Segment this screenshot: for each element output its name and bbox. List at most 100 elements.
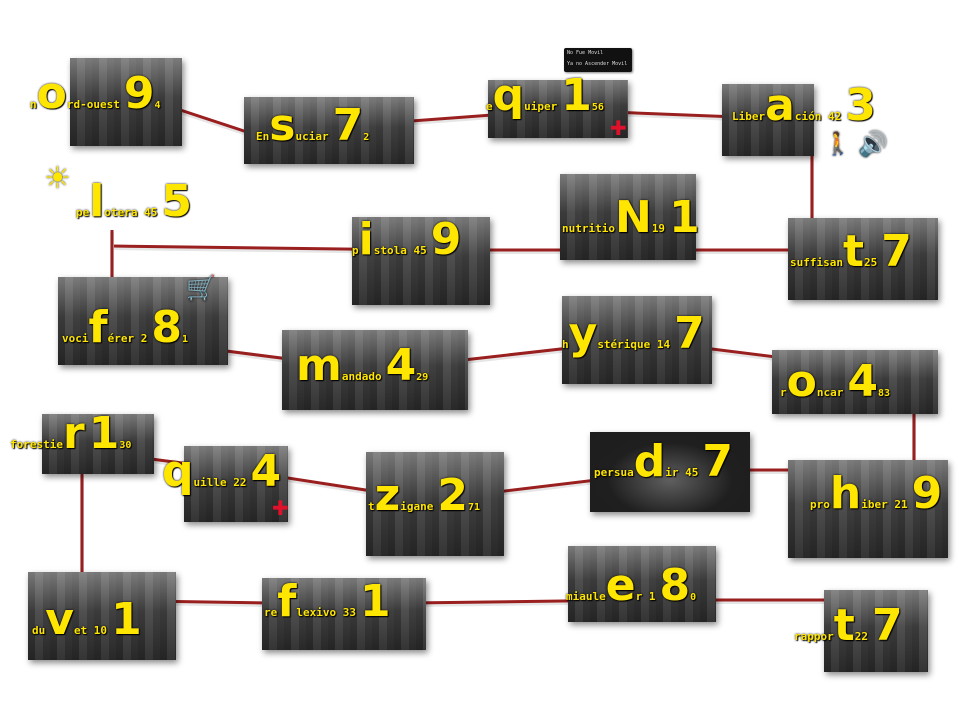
station-label: forestier130 [10, 412, 131, 456]
station-label-prefix: p [352, 244, 359, 257]
station-photo [788, 460, 948, 558]
station-letter: v [45, 594, 74, 645]
station-label-prefix: du [32, 624, 46, 637]
sun-icon: ☀ [44, 161, 71, 196]
station-number: 4 [847, 356, 878, 407]
station-photo [352, 217, 490, 305]
station-label-suffix: igane [400, 500, 434, 513]
station-photo [58, 277, 228, 365]
station-number: 4 [250, 446, 282, 497]
station-number: 1 [88, 408, 120, 459]
station-number: 9 [911, 468, 943, 519]
station-label-suffix: stola 45 [373, 244, 427, 257]
station-photo [590, 432, 750, 512]
station-label-prefix: n [30, 98, 37, 111]
station-label-suffix: 19 [651, 222, 666, 235]
station-photo [824, 590, 928, 672]
station-number: 7 [674, 308, 705, 359]
station-label: suffisant257 [790, 230, 912, 274]
station-letter: t [833, 600, 855, 651]
station-label-prefix: pro [810, 498, 830, 511]
station-letter: m [296, 340, 342, 391]
station-letter: q [162, 446, 194, 497]
station-number: 2 [437, 470, 468, 521]
station-letter: a [765, 80, 795, 131]
route-sign-line: No Fue Movil [567, 50, 604, 56]
station-label-suffix: ción 42 [794, 110, 842, 123]
station-number: 7 [702, 436, 733, 487]
station-subnumber: 4 [154, 100, 161, 111]
station-label: reflexivo 331 [264, 580, 391, 624]
station-label-prefix: t [368, 500, 375, 513]
red-cross-icon: ✚ [610, 116, 627, 140]
station-label: nutritioN191 [562, 196, 700, 240]
station-label-suffix: r 1 [635, 590, 656, 603]
station-label-prefix: e [486, 100, 493, 113]
station-photo [788, 218, 938, 300]
station-letter: d [633, 436, 666, 487]
station-photo [488, 80, 628, 138]
station-label-suffix: érer 2 [107, 332, 148, 345]
station-label: pelotera 455 [76, 180, 192, 224]
station-label: hystérique 147 [562, 312, 705, 356]
station-letter: e [605, 560, 636, 611]
route-sign-line: Ya no Ascender Movil [567, 60, 628, 67]
station-label: quille 224 [162, 450, 281, 494]
station-photo [560, 174, 696, 260]
station-label: rapport227 [794, 604, 903, 648]
station-number: 1 [669, 192, 700, 243]
station-label: Liberación 423 [732, 84, 876, 128]
station-photo [772, 350, 938, 414]
station-letter: f [277, 576, 297, 627]
station-label-suffix: lexivo 33 [296, 606, 357, 619]
station-label: mandado429 [296, 344, 428, 388]
station-label-prefix: r [780, 386, 787, 399]
station-subnumber: 0 [690, 592, 697, 603]
station-subnumber: 83 [877, 388, 891, 399]
station-letter: t [842, 226, 865, 277]
station-photo [70, 58, 182, 146]
station-label-suffix: ir 45 [665, 466, 699, 479]
station-label-prefix: suffisan [790, 256, 843, 269]
station-photo [562, 296, 712, 384]
station-label: prohiber 219 [810, 472, 942, 516]
station-subnumber: 56 [591, 102, 604, 113]
station-photo [568, 546, 716, 622]
station-photo [42, 414, 154, 474]
station-letter: h [829, 468, 862, 519]
station-photo [262, 578, 426, 650]
station-subnumber: 29 [416, 372, 429, 383]
station-label: roncar483 [780, 360, 890, 404]
station-number: 1 [111, 594, 142, 645]
station-label-prefix: pe [76, 206, 90, 219]
station-number: 8 [151, 302, 183, 353]
station-label-suffix: uille 22 [193, 476, 247, 489]
station-number: 1 [360, 576, 391, 627]
station-letter: z [374, 470, 401, 521]
speaker-icon: 🔊 [858, 130, 888, 158]
station-label-suffix: stérique 14 [597, 338, 671, 351]
station-photo [282, 330, 468, 410]
station-label-suffix: iber 21 [861, 498, 908, 511]
station-number: 9 [430, 214, 462, 265]
station-label-prefix: forestie [10, 438, 63, 451]
station-number: 3 [845, 80, 876, 131]
station-photo [244, 97, 414, 164]
station-label-prefix: rappor [794, 630, 834, 643]
station-number: 7 [872, 600, 903, 651]
station-photo [366, 452, 504, 556]
station-label-suffix: ncar [816, 386, 844, 399]
station-label: equiper156 [486, 74, 604, 118]
station-letter: l [89, 176, 105, 227]
station-number: 8 [659, 560, 691, 611]
station-label: nord-ouest94 [30, 72, 161, 116]
station-label-prefix: nutritio [562, 222, 615, 235]
pedestrian-icon: 🚶 [824, 132, 852, 157]
station-number: 7 [881, 226, 912, 277]
station-letter: i [358, 214, 374, 265]
station-label-prefix: En [256, 130, 270, 143]
station-label-prefix: h [562, 338, 569, 351]
station-label-prefix: voci [62, 332, 89, 345]
station-photo [28, 572, 176, 660]
route-sign: No Fue Movil Ya no Ascender Movil [564, 48, 632, 72]
